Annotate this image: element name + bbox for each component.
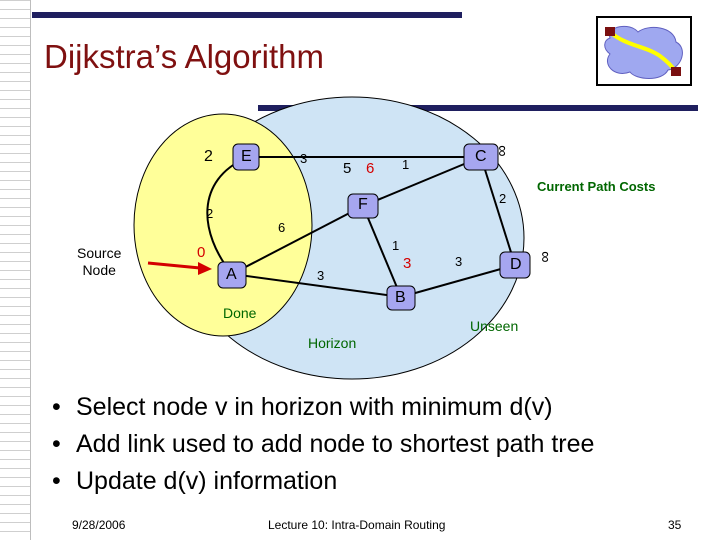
bullet-text: Add link used to add node to shortest pa… [76,430,595,458]
done-label: Done [223,305,257,321]
node-d-box [499,251,531,279]
node-a-box [217,261,247,289]
node-e-box [232,143,260,171]
source-arrow [147,261,212,275]
cost-b: 3 [403,255,412,272]
edge-weight-c-f: 2 [499,191,507,206]
bullet-item: • Add link used to add node to shortest p… [52,430,594,467]
node-a-label: A [226,266,237,283]
slide-title: Dijkstra’s Algorithm [44,38,324,75]
graph-edges [231,156,516,298]
current-path-costs-label: Current Path Costs [537,179,656,194]
node-c-box [463,143,499,171]
edge-f-c [362,156,482,207]
cost-d: ∞ [536,251,554,263]
footer-center: Lecture 10: Intra-Domain Routing [268,518,446,532]
edge-e-a-curve [206,157,247,275]
node-f-label: F [358,196,368,213]
bullet-item: • Select node v in horizon with minimum d… [52,393,594,430]
node-f-box [347,193,379,219]
graph-nodes [217,143,531,311]
bullet-item: • Update d(v) information [52,467,594,504]
cost-f-new: 6 [366,160,375,177]
done-region [133,113,313,337]
source-node-label: Source Node [77,245,122,278]
footer-page-number: 35 [668,518,682,532]
edge-a-f [231,205,364,275]
edge-weight-e-c: 3 [300,151,308,166]
node-b-box [386,285,416,311]
bullet-list: • Select node v in horizon with minimum d… [52,393,594,504]
cost-e: 2 [204,148,213,165]
bullet-dot: • [52,467,61,495]
bullet-text: Update d(v) information [76,467,338,495]
top-bar [32,12,462,18]
edge-weight-e-a: 2 [206,206,214,221]
horizon-label: Horizon [308,335,357,351]
node-d-label: D [510,256,522,273]
footer-date: 9/28/2006 [72,518,126,532]
edge-f-b [362,205,402,298]
cost-c: ∞ [493,145,511,157]
edge-weight-b-d: 3 [455,254,463,269]
node-b-label: B [395,289,406,306]
cost-f-old: 5 [343,160,352,177]
edge-weight-f-b: 1 [392,238,400,253]
edge-weight-f-c: 1 [402,157,410,172]
left-ruled-margin [0,0,31,540]
edge-b-d [400,264,516,298]
node-c-label: C [475,148,487,165]
unseen-label: Unseen [470,318,519,334]
edge-a-b [231,273,402,298]
network-logo-icon [596,16,692,86]
edge-weight-a-b: 3 [317,268,325,283]
bullet-text: Select node v in horizon with minimum d(… [76,393,553,421]
edge-c-d [480,156,516,266]
node-e-label: E [241,148,252,165]
title-underline-bar [258,105,698,111]
edge-weight-a-f: 6 [278,220,286,235]
bullet-dot: • [52,393,61,421]
bullet-dot: • [52,430,61,458]
cost-a: 0 [197,244,206,261]
